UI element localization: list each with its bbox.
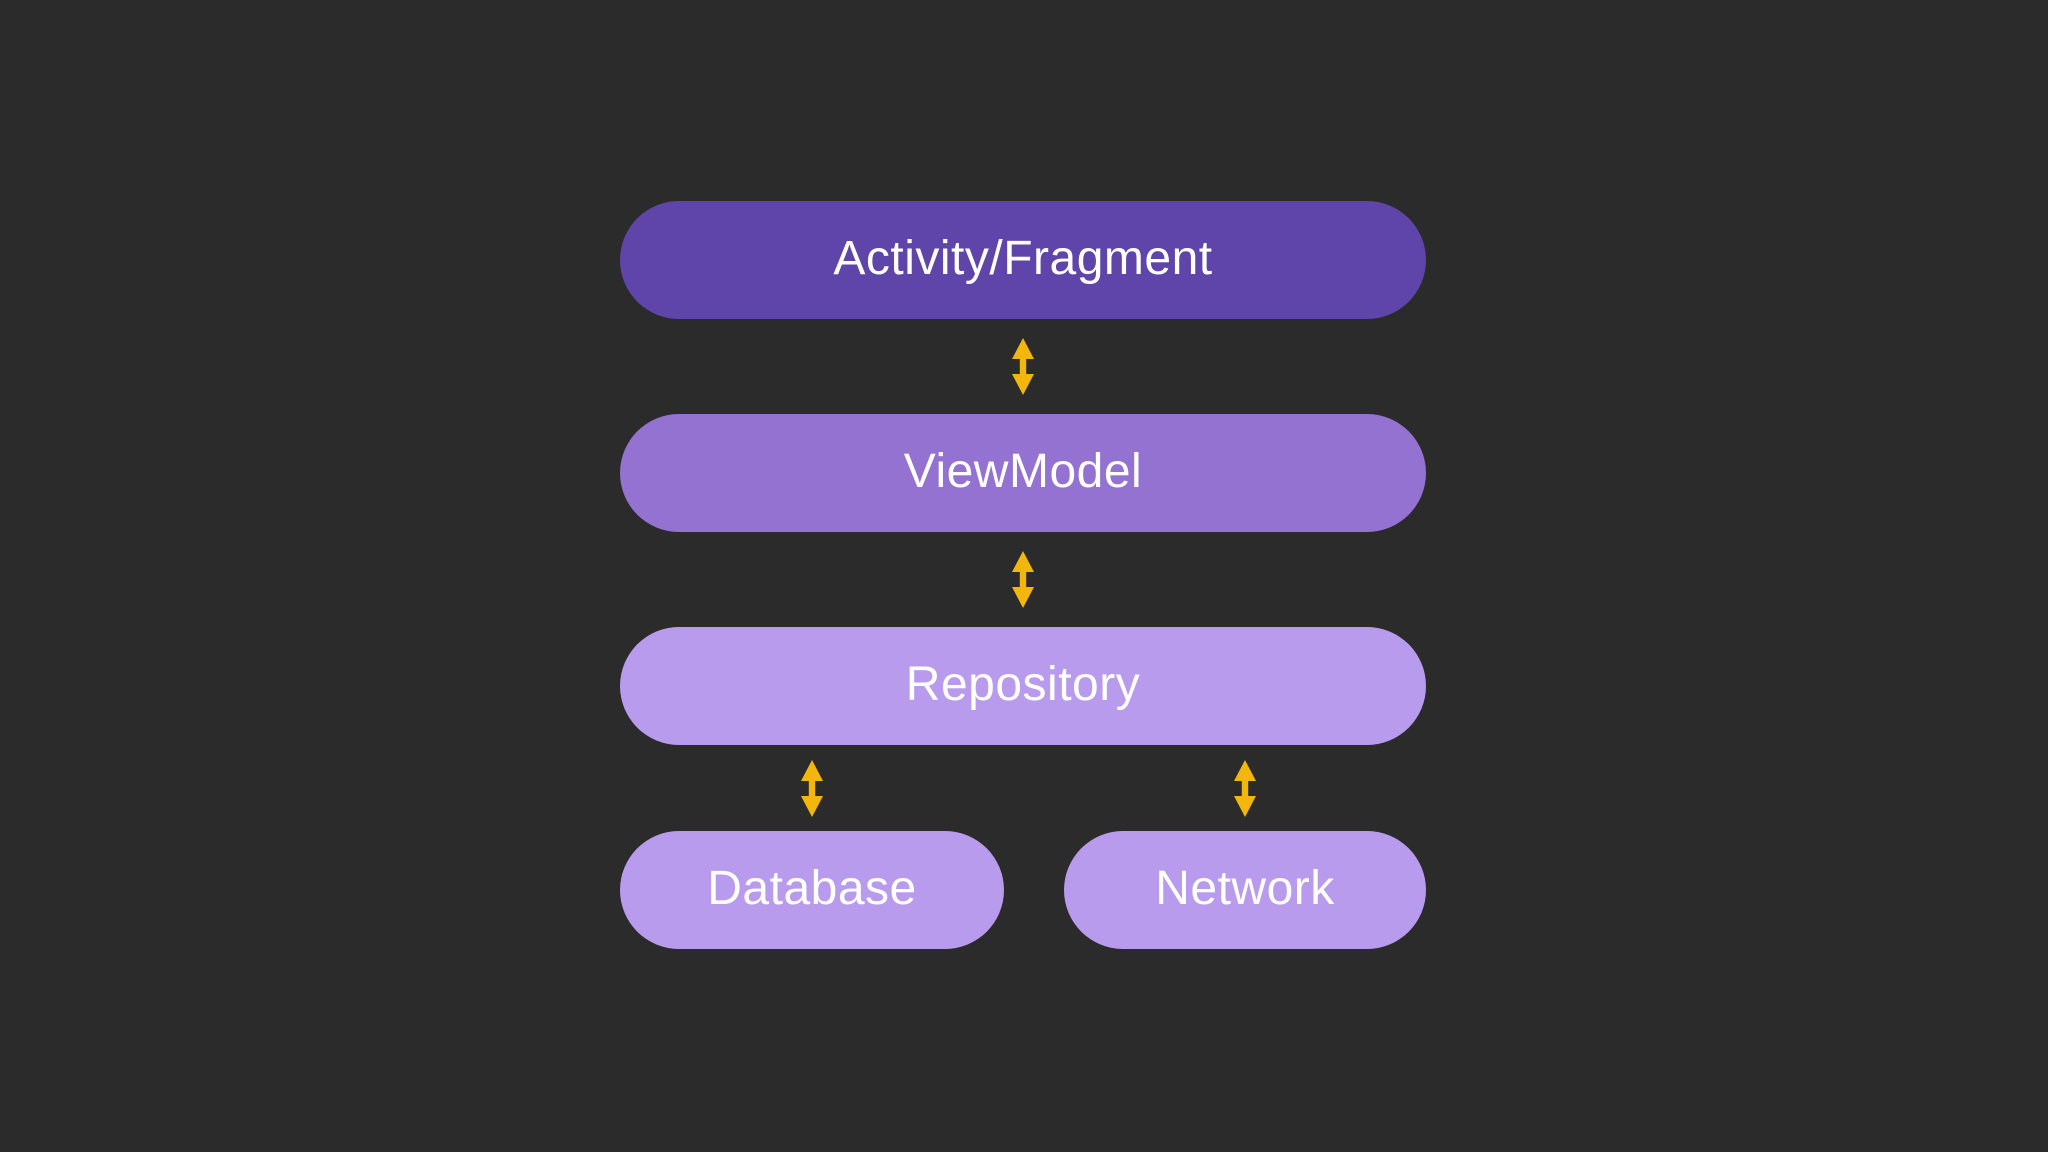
node-network-label: Network	[1155, 862, 1335, 915]
node-network: Network	[1064, 831, 1426, 949]
node-activity-fragment-label: Activity/Fragment	[833, 232, 1213, 285]
bidirectional-arrow-icon	[1234, 760, 1256, 817]
node-viewmodel: ViewModel	[620, 414, 1426, 532]
node-database: Database	[620, 831, 1004, 949]
bidirectional-arrow-icon	[1012, 338, 1034, 395]
node-viewmodel-label: ViewModel	[903, 445, 1143, 498]
bidirectional-arrow-icon	[1012, 551, 1034, 608]
node-repository: Repository	[620, 627, 1426, 745]
node-repository-label: Repository	[905, 658, 1141, 711]
node-activity-fragment: Activity/Fragment	[620, 201, 1426, 319]
node-database-label: Database	[707, 862, 917, 915]
bidirectional-arrow-icon	[801, 760, 823, 817]
